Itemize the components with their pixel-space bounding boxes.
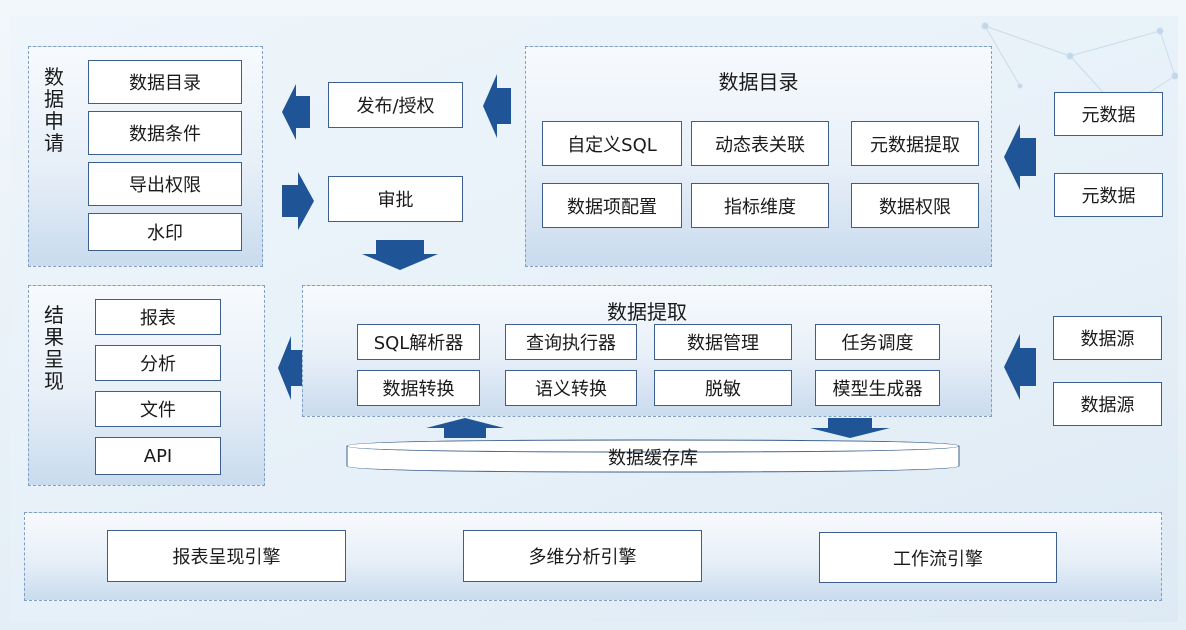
engine-workflow: 工作流引擎 [819,532,1057,583]
arrow-left-from-metadata [1004,124,1036,190]
publish-authorize-box: 发布/授权 [328,82,463,128]
extract-item-model-generator: 模型生成器 [815,370,940,406]
catalog-item-indicator-dimension: 指标维度 [691,183,829,228]
engine-multidimensional-analysis: 多维分析引擎 [463,530,702,582]
catalog-item-data-item-config: 数据项配置 [542,183,682,228]
metadata-box-2: 元数据 [1054,173,1163,217]
extract-item-data-management: 数据管理 [654,324,792,360]
result-title: 结果呈现 [44,303,64,393]
extract-item-task-scheduling: 任务调度 [815,324,940,360]
arrow-up-from-cache [426,418,504,438]
datasource-box-2: 数据源 [1053,382,1162,426]
catalog-item-dynamic-table-join: 动态表关联 [691,121,829,166]
request-item-data-condition: 数据条件 [88,111,242,155]
data-extract-title: 数据提取 [607,300,687,324]
arrow-right-to-approve [282,172,314,230]
engine-report-presentation: 报表呈现引擎 [107,530,346,582]
result-item-api: API [95,437,221,475]
request-item-data-catalog: 数据目录 [88,60,242,104]
result-item-file: 文件 [95,391,221,427]
network-decoration [981,22,1178,115]
arrow-down-to-cache [810,418,890,438]
arrow-left-to-publish [483,74,511,138]
data-request-title: 数据申请 [44,65,64,155]
data-cache-disk [346,439,960,473]
result-item-report: 报表 [95,299,221,335]
arrow-down-to-extract [362,240,438,270]
extract-item-data-conversion: 数据转换 [357,370,480,406]
data-catalog-title: 数据目录 [718,70,799,94]
extract-item-sql-parser: SQL解析器 [357,324,480,360]
metadata-box-1: 元数据 [1054,92,1163,136]
approve-box: 审批 [328,176,463,222]
arrow-left-from-datasource [1004,334,1036,400]
catalog-item-custom-sql: 自定义SQL [542,121,682,166]
extract-item-semantic-conversion: 语义转换 [505,370,637,406]
result-item-analysis: 分析 [95,345,221,381]
request-item-watermark: 水印 [88,213,242,251]
arrow-left-to-request [282,84,310,140]
request-item-export-permission: 导出权限 [88,162,242,206]
catalog-item-data-permission: 数据权限 [851,183,979,228]
data-cache-label: 数据缓存库 [608,448,698,469]
extract-item-query-executor: 查询执行器 [505,324,637,360]
datasource-box-1: 数据源 [1053,316,1162,360]
arrow-left-to-result [278,336,304,400]
extract-item-desensitization: 脱敏 [654,370,792,406]
catalog-item-metadata-extract: 元数据提取 [851,121,979,166]
